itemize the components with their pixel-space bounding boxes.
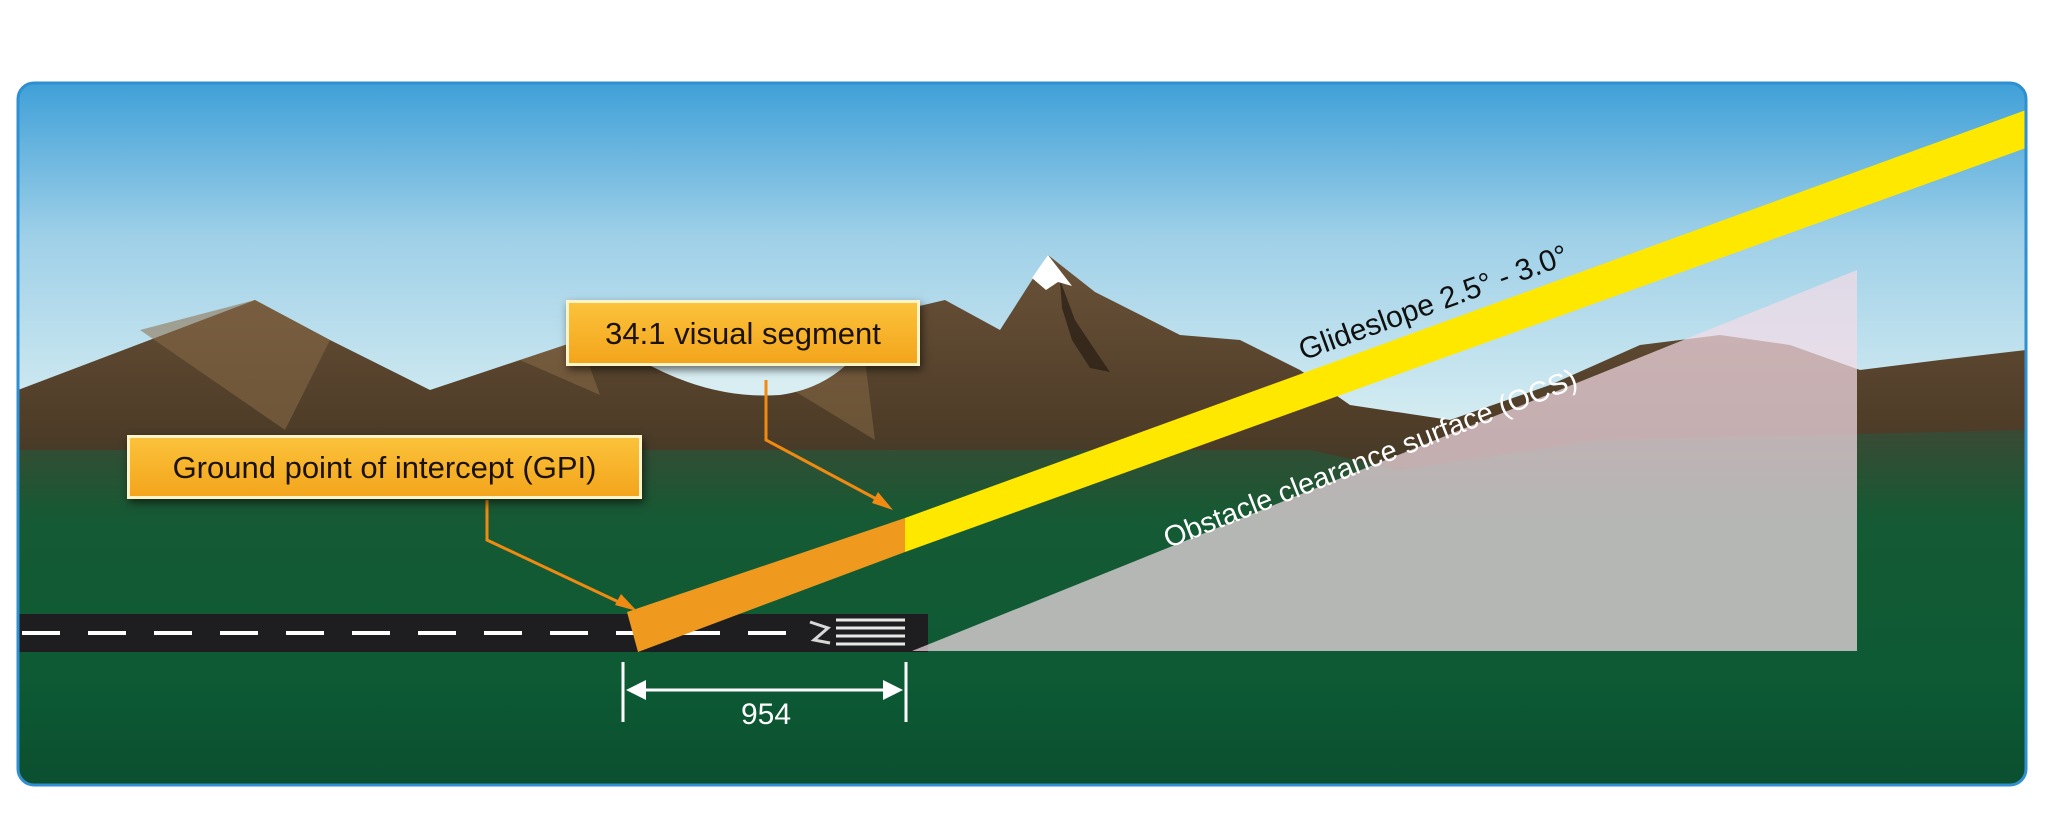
leader-arrows bbox=[485, 380, 883, 607]
distance-arrow-left bbox=[626, 680, 646, 700]
mountain-shade bbox=[140, 300, 330, 430]
glideslope-beam bbox=[905, 110, 2026, 552]
gpi-arrowhead bbox=[615, 594, 637, 611]
mountain-ridge bbox=[1060, 280, 1110, 372]
distance-dimension bbox=[621, 662, 908, 722]
visual-segment-arrowhead bbox=[872, 492, 893, 510]
distance-value: 954 bbox=[741, 698, 792, 731]
runway-number bbox=[809, 620, 831, 645]
runway-threshold-markings bbox=[836, 618, 905, 646]
visual-segment-beam bbox=[627, 518, 905, 652]
ocs-surface bbox=[912, 270, 1857, 651]
diagram-frame bbox=[16, 81, 2028, 787]
snow-cap bbox=[1032, 255, 1072, 290]
visual-segment-label: 34:1 visual segment bbox=[566, 300, 920, 366]
distance-arrow-right bbox=[883, 680, 903, 700]
gpi-label: Ground point of intercept (GPI) bbox=[127, 435, 642, 499]
